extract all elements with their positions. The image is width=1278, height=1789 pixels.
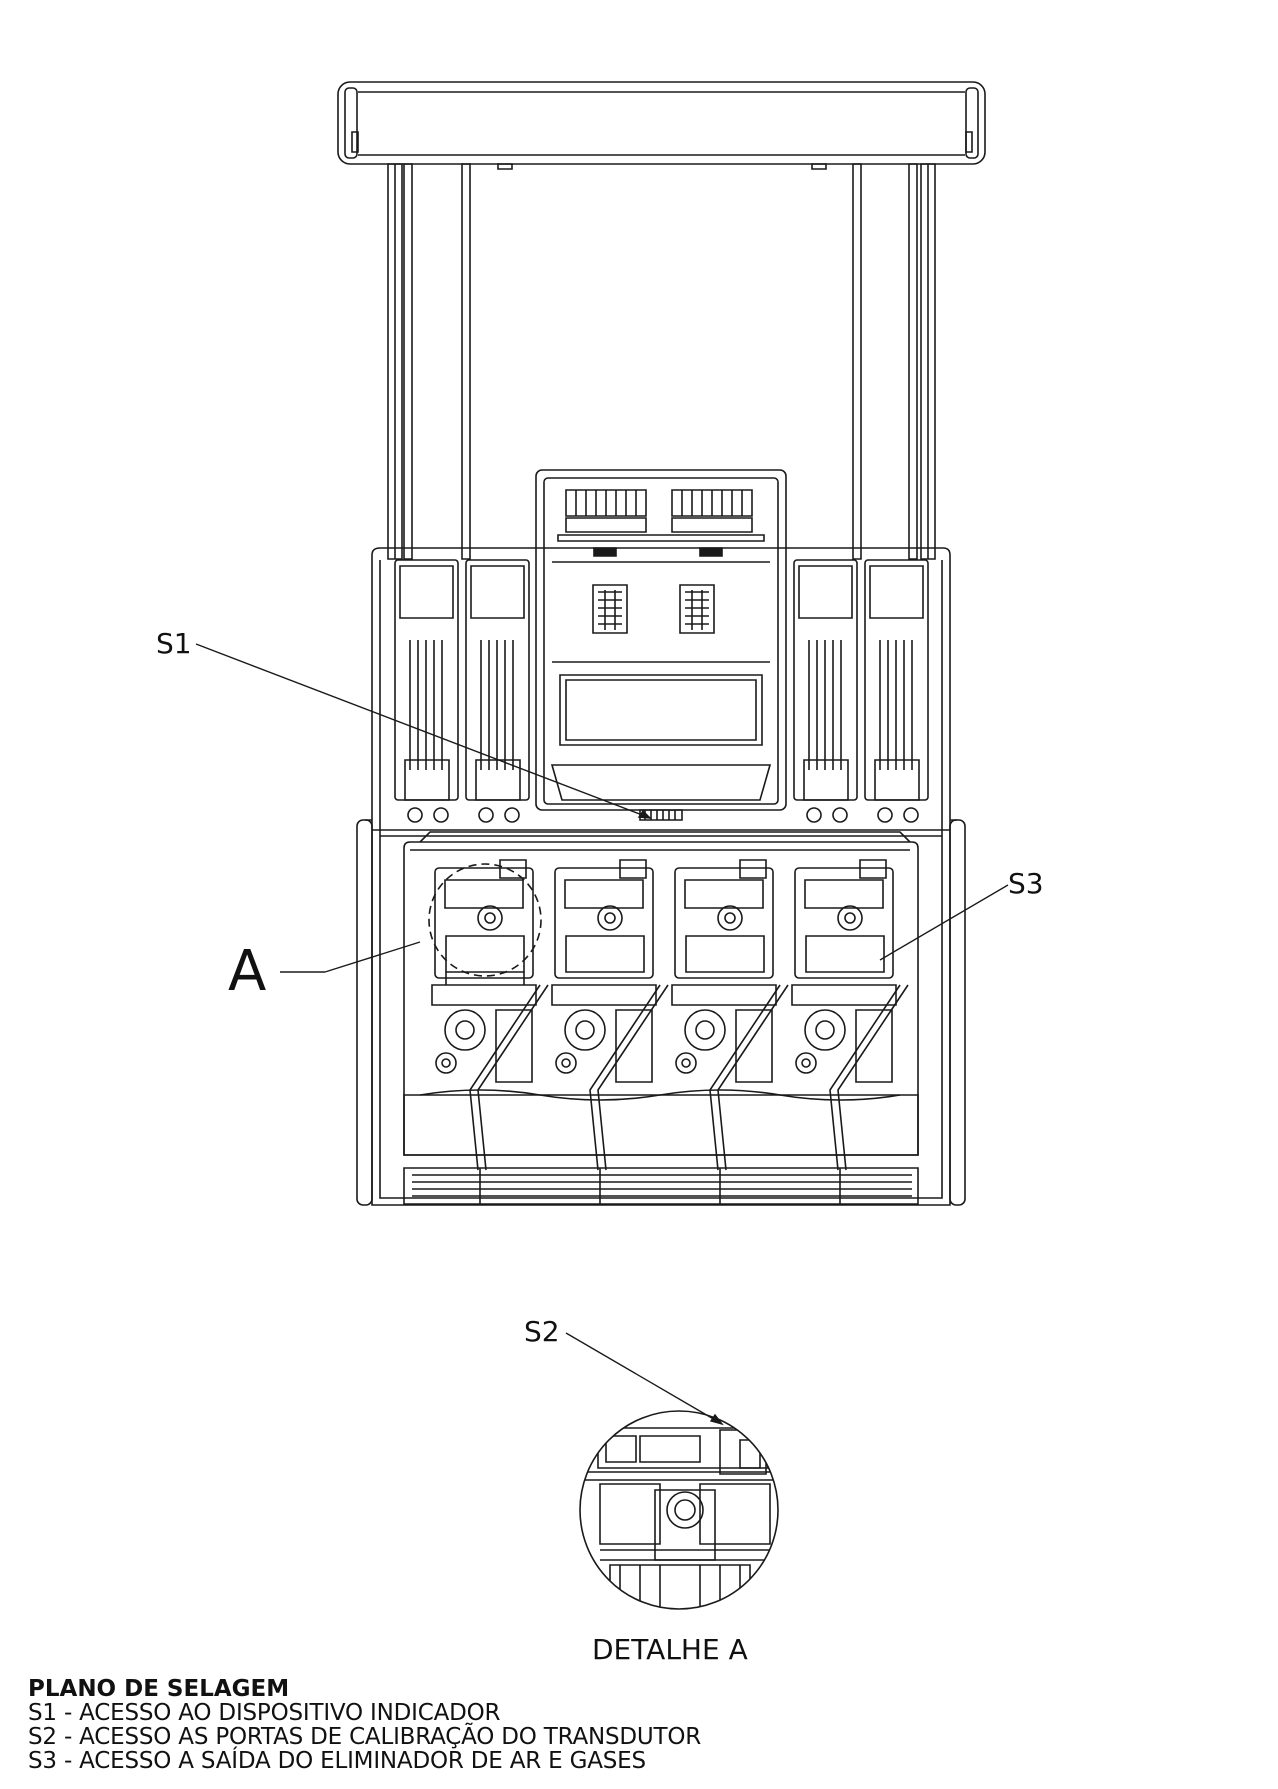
detail-a-marker (429, 864, 541, 976)
meter-unit-2 (552, 860, 668, 1170)
indicator-head (536, 470, 786, 820)
legend-item-s2: S2 - ACESSO AS PORTAS DE CALIBRAÇÃO DO T… (28, 1724, 702, 1750)
meter-unit-4 (792, 860, 908, 1170)
canopy (338, 82, 985, 164)
meter-unit-1 (432, 860, 548, 1170)
nozzle-holsters (395, 560, 928, 822)
columns (388, 164, 935, 559)
detail-a-view (580, 1411, 778, 1615)
sealing-plan-legend: PLANO DE SELAGEM S1 - ACESSO AO DISPOSIT… (28, 1678, 701, 1773)
hydraulic-bay (404, 832, 918, 1170)
callout-s2: S2 (524, 1315, 560, 1348)
legend-title: PLANO DE SELAGEM (28, 1676, 290, 1702)
leader-lines (196, 644, 1008, 1424)
legend-item-s3: S3 - ACESSO A SAÍDA DO ELIMINADOR DE AR … (28, 1748, 646, 1774)
legend-item-s1: S1 - ACESSO AO DISPOSITIVO INDICADOR (28, 1700, 501, 1726)
detail-caption: DETALHE A (592, 1633, 748, 1666)
meter-unit-3 (672, 860, 788, 1170)
bottom-grille (404, 1168, 918, 1204)
dispenser-body (357, 548, 965, 1205)
callout-a: A (228, 939, 267, 1004)
callout-s1: S1 (156, 627, 192, 660)
callout-s3: S3 (1008, 867, 1044, 900)
